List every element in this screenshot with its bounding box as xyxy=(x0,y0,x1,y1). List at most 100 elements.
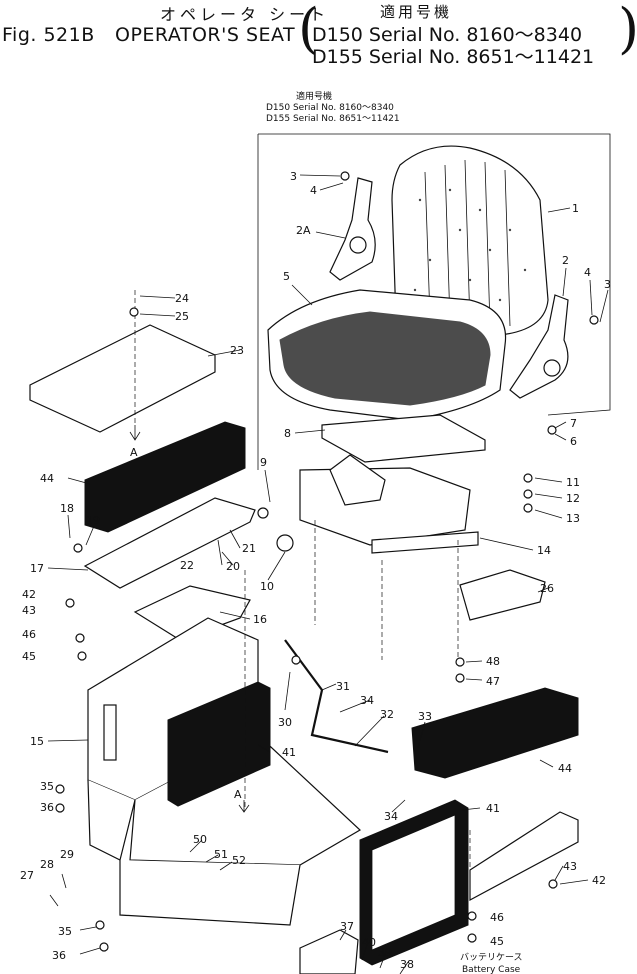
callout-2: 2 xyxy=(562,254,569,267)
serial-brace-left: ( xyxy=(298,0,320,60)
callout-28: 28 xyxy=(40,858,54,871)
callout-10: 10 xyxy=(260,580,274,593)
callout-23: 23 xyxy=(230,344,244,357)
bracket-pivot-right xyxy=(543,359,561,377)
callout-46-left: 46 xyxy=(22,628,36,641)
callout-17: 17 xyxy=(30,562,44,575)
callout-8: 8 xyxy=(284,427,291,440)
bracket-pivot-left xyxy=(349,236,367,254)
callout-52: 52 xyxy=(232,854,246,867)
callout-29: 29 xyxy=(60,848,74,861)
view-arrow-lower xyxy=(238,800,250,813)
callout-9: 9 xyxy=(260,456,267,469)
callout-47: 47 xyxy=(486,675,500,688)
callout-3-right: 3 xyxy=(604,278,611,291)
serial-line-d150: D150 Serial No. 8160～8340 xyxy=(312,24,583,46)
callout-7: 7 xyxy=(570,417,577,430)
callout-27: 27 xyxy=(20,869,34,882)
callout-44-upper: 44 xyxy=(40,472,54,485)
callout-4-right: 4 xyxy=(584,266,591,279)
callout-1: 1 xyxy=(572,202,579,215)
callout-37: 37 xyxy=(340,920,354,933)
box-slot xyxy=(103,704,117,761)
callout-34-lower: 34 xyxy=(384,810,398,823)
inner-serial-box: 適用号機 D150 Serial No. 8160～8340 D155 Seri… xyxy=(266,92,400,125)
callout-13: 13 xyxy=(566,512,580,525)
callout-3-upper: 3 xyxy=(290,170,297,183)
callout-21: 21 xyxy=(242,542,256,555)
callout-34-upper: 34 xyxy=(360,694,374,707)
battery-case-label-jp: バッテリケース xyxy=(460,952,523,963)
inner-serial-d155: D155 Serial No. 8651～11421 xyxy=(266,114,400,124)
callout-51: 51 xyxy=(214,848,228,861)
serial-brace-right: ) xyxy=(618,0,637,60)
lever-rod xyxy=(284,639,389,754)
callout-6: 6 xyxy=(570,435,577,448)
callout-50: 50 xyxy=(193,833,207,846)
inner-serial-d150: D150 Serial No. 8160～8340 xyxy=(266,103,394,113)
block-37 xyxy=(299,929,359,974)
callout-19: 19 xyxy=(86,514,100,527)
pad-side-left xyxy=(167,681,271,807)
callout-labels: 1 2 2A 3 3 4 4 5 6 7 8 9 10 11 12 13 14 … xyxy=(20,170,611,974)
battery-case-bracket xyxy=(469,811,579,902)
callout-14: 14 xyxy=(537,544,551,557)
callout-30: 30 xyxy=(278,716,292,729)
callout-38: 38 xyxy=(400,958,414,971)
callout-42-right: 42 xyxy=(592,874,606,887)
callout-2a: 2A xyxy=(296,224,311,237)
callout-48: 48 xyxy=(486,655,500,668)
callout-46-right: 46 xyxy=(490,911,504,924)
serial-heading-japanese: 適用号機 xyxy=(380,3,453,21)
callout-40: 40 xyxy=(362,936,376,949)
callout-43-right: 43 xyxy=(563,860,577,873)
callout-42-left: 42 xyxy=(22,588,36,601)
callout-25: 25 xyxy=(175,310,189,323)
callout-36-upper: 36 xyxy=(40,801,54,814)
callout-39: 39 xyxy=(378,946,392,959)
pad-side-right xyxy=(359,799,469,966)
callout-26: 26 xyxy=(540,582,554,595)
view-marker-a-upper: A xyxy=(130,446,138,459)
figure-header: オペレータ シート 適用号機 Fig. 521B OPERATOR'S SEAT… xyxy=(0,0,637,70)
callout-22: 22 xyxy=(180,559,194,572)
callout-15: 15 xyxy=(30,735,44,748)
callout-45-right: 45 xyxy=(490,935,504,948)
callout-18: 18 xyxy=(60,502,74,515)
seat-bracket-left xyxy=(329,177,376,281)
hinge-plate xyxy=(83,497,256,589)
callout-44-lower: 44 xyxy=(558,762,572,775)
callout-35-lower: 35 xyxy=(58,925,72,938)
seat-support-plate xyxy=(321,414,486,463)
callout-32: 32 xyxy=(380,708,394,721)
part-26-plate xyxy=(459,569,546,621)
exploded-parts-diagram: 1 2 2A 3 3 4 4 5 6 7 8 9 10 11 12 13 14 … xyxy=(20,133,611,974)
title-japanese: オペレータ シート xyxy=(160,5,330,24)
callout-11: 11 xyxy=(566,476,580,489)
serial-line-d155: D155 Serial No. 8651～11421 xyxy=(312,46,595,68)
mounting-plate xyxy=(133,585,251,641)
callout-4-upper: 4 xyxy=(310,184,317,197)
battery-case-label-en: Battery Case xyxy=(462,965,521,974)
callout-5: 5 xyxy=(283,270,290,283)
pad-upper-right xyxy=(411,687,579,779)
callout-45-left: 45 xyxy=(22,650,36,663)
callout-35-upper: 35 xyxy=(40,780,54,793)
cover-plate xyxy=(29,324,216,433)
callout-12: 12 xyxy=(566,492,580,505)
figure-number: Fig. 521B xyxy=(2,24,95,46)
suspension-base xyxy=(299,454,479,554)
callout-16: 16 xyxy=(253,613,267,626)
hardware xyxy=(55,171,599,952)
seat-cushion xyxy=(267,289,507,421)
callout-33: 33 xyxy=(418,710,432,723)
callout-24: 24 xyxy=(175,292,189,305)
figure-title: OPERATOR'S SEAT xyxy=(115,24,296,46)
callout-43-left: 43 xyxy=(22,604,36,617)
callout-20: 20 xyxy=(226,560,240,573)
callout-36-lower: 36 xyxy=(52,949,66,962)
view-arrow-upper xyxy=(129,425,141,441)
seat-group-frame xyxy=(258,133,611,416)
callout-31: 31 xyxy=(336,680,350,693)
seat-back xyxy=(391,145,549,336)
